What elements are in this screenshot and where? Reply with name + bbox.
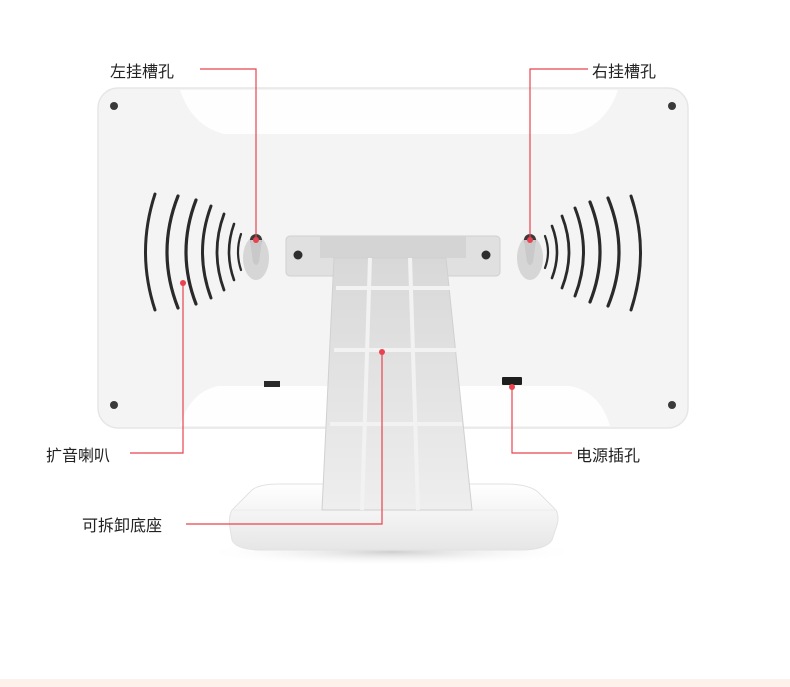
left-hanging-slot-icon: [243, 234, 269, 280]
screw-icon: [668, 401, 676, 409]
callout-right-slot: 右挂槽孔: [592, 62, 657, 81]
left-speaker-grill: [144, 192, 243, 312]
bottom-strip: [0, 679, 790, 687]
screw-icon: [110, 401, 118, 409]
screw-icon: [110, 102, 118, 110]
callout-lines: [130, 68, 588, 525]
right-speaker-grill: [543, 194, 642, 312]
callout-left-slot: 左挂槽孔: [110, 62, 175, 81]
detachable-base: [228, 483, 559, 551]
usb-port-icon: [264, 381, 280, 387]
stand-frame: [321, 257, 473, 511]
callout-base: 可拆卸底座: [82, 516, 163, 535]
callout-dots: [180, 237, 533, 390]
power-port-icon: [502, 377, 522, 385]
callout-power-port: 电源插孔: [576, 446, 641, 465]
screw-icon: [668, 102, 676, 110]
callout-speaker: 扩音喇叭: [46, 446, 111, 465]
